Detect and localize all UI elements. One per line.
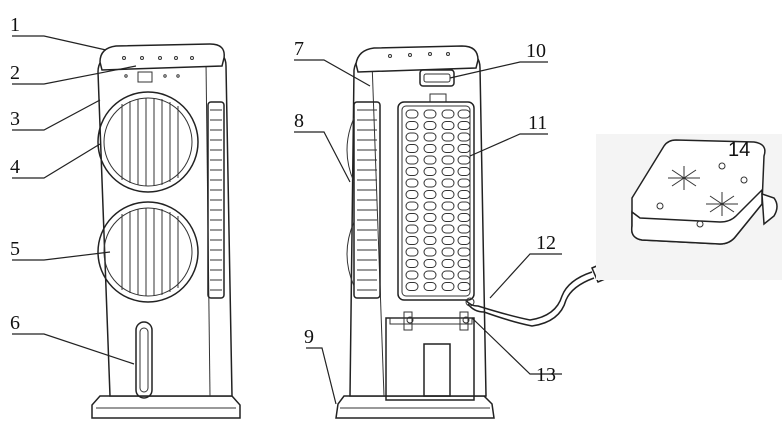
filter-slot xyxy=(457,224,471,234)
water-tank xyxy=(385,311,475,401)
filter-slot xyxy=(457,178,471,188)
filter-slot xyxy=(457,201,471,211)
ice-pack-inset xyxy=(596,134,782,280)
callout-14: 14 xyxy=(728,139,750,161)
filter-slot xyxy=(457,236,471,245)
filter-slot xyxy=(423,109,437,119)
filter-slot xyxy=(441,109,455,119)
filter-slot xyxy=(441,259,455,268)
filter-slot xyxy=(423,282,437,291)
rear-filter-grille xyxy=(397,101,475,301)
lower-fan-grille xyxy=(97,201,199,303)
filter-slot xyxy=(441,155,455,165)
filter-slot xyxy=(423,247,437,257)
filter-slot xyxy=(423,224,437,234)
filter-slot xyxy=(441,247,455,257)
filter-slot xyxy=(405,213,419,222)
filter-slot xyxy=(405,282,419,291)
filter-slot xyxy=(405,121,419,130)
callout-8: 8 xyxy=(294,110,304,132)
filter-slot xyxy=(405,247,419,257)
filter-slot xyxy=(423,259,437,268)
front-view-cooler xyxy=(91,43,241,419)
filter-slot xyxy=(405,167,419,176)
callout-7: 7 xyxy=(294,38,304,60)
callout-9: 9 xyxy=(304,326,314,348)
callout-12: 12 xyxy=(536,232,556,254)
callout-10: 10 xyxy=(526,40,546,62)
filter-slot xyxy=(423,167,437,176)
filter-slot xyxy=(405,201,419,211)
filter-slot xyxy=(423,190,437,199)
filter-slot xyxy=(423,201,437,211)
callout-11: 11 xyxy=(528,112,547,134)
filter-slot xyxy=(457,247,471,257)
filter-slot xyxy=(441,144,455,153)
front-side-louvers xyxy=(207,101,225,299)
filter-slot xyxy=(457,121,471,130)
callout-5: 5 xyxy=(10,238,20,260)
filter-slot xyxy=(405,144,419,153)
filter-slot xyxy=(423,121,437,130)
filter-slot xyxy=(441,178,455,188)
filter-slot xyxy=(423,144,437,153)
callout-3: 3 xyxy=(10,108,20,130)
filter-slot xyxy=(457,282,471,291)
filter-slot xyxy=(441,270,455,280)
upper-fan-grille xyxy=(97,91,199,193)
filter-slot xyxy=(441,282,455,291)
filter-slot xyxy=(405,190,419,199)
callout-4: 4 xyxy=(10,156,20,178)
snowflake-icon xyxy=(668,166,700,190)
filter-slot xyxy=(457,190,471,199)
filter-slot xyxy=(457,213,471,222)
filter-slot xyxy=(441,213,455,222)
filter-slot xyxy=(405,155,419,165)
filter-slot xyxy=(405,259,419,268)
callout-1: 1 xyxy=(10,14,20,36)
back-side-louvers xyxy=(346,101,381,299)
back-view-cooler xyxy=(335,45,631,419)
filter-slot xyxy=(405,178,419,188)
filter-slot xyxy=(457,259,471,268)
filter-slot xyxy=(441,201,455,211)
filter-slot xyxy=(441,224,455,234)
filter-slot xyxy=(457,109,471,119)
front-top-buttons xyxy=(122,56,194,60)
filter-slot xyxy=(441,236,455,245)
filter-slot xyxy=(457,144,471,153)
filter-slot xyxy=(441,132,455,142)
callout-6: 6 xyxy=(10,312,20,334)
filter-slot xyxy=(441,121,455,130)
filter-slot xyxy=(441,190,455,199)
filter-slot xyxy=(405,270,419,280)
filter-slot xyxy=(457,155,471,165)
filter-slot xyxy=(405,109,419,119)
filter-slot xyxy=(423,178,437,188)
filter-slot xyxy=(423,270,437,280)
filter-slot xyxy=(457,132,471,142)
filter-slot xyxy=(423,132,437,142)
callout-labels: 1 2 3 4 5 6 7 8 9 10 11 12 13 14 xyxy=(10,14,750,386)
filter-slot xyxy=(423,236,437,245)
leader-lines xyxy=(12,35,562,405)
filter-slot xyxy=(423,213,437,222)
filter-slot xyxy=(405,224,419,234)
filter-slot xyxy=(457,167,471,176)
callout-2: 2 xyxy=(10,62,20,84)
filter-slot xyxy=(405,132,419,142)
snowflake-icon xyxy=(706,192,738,216)
filter-slot xyxy=(423,155,437,165)
callout-13: 13 xyxy=(536,364,556,386)
water-level-window xyxy=(135,321,153,399)
filter-slot xyxy=(441,167,455,176)
filter-slot xyxy=(457,270,471,280)
filter-slot xyxy=(405,236,419,245)
front-display-panel xyxy=(124,71,180,83)
